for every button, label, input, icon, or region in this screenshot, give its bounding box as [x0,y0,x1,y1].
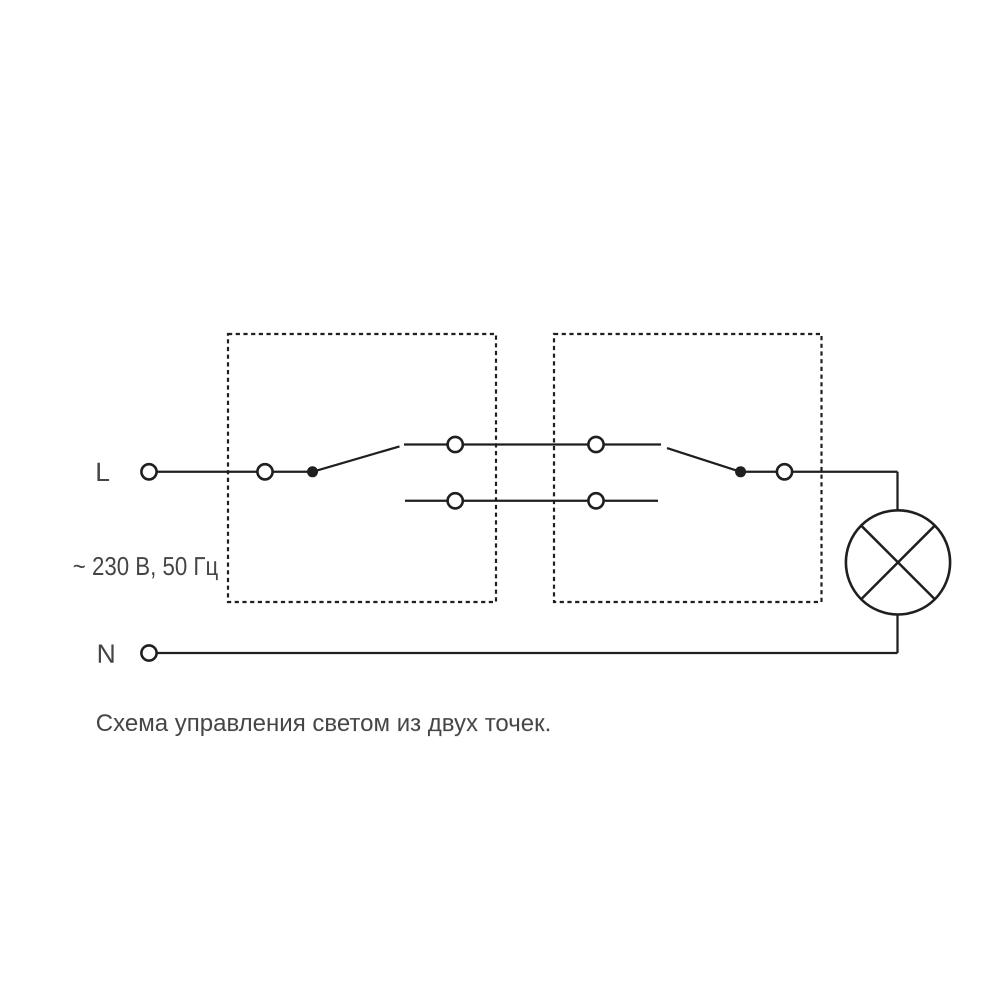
svg-text:N: N [97,639,116,669]
svg-text:~ 230 В, 50 Гц: ~ 230 В, 50 Гц [73,551,218,581]
svg-text:Схема управления светом из дву: Схема управления светом из двух точек. [96,710,552,737]
svg-text:L: L [95,457,110,487]
